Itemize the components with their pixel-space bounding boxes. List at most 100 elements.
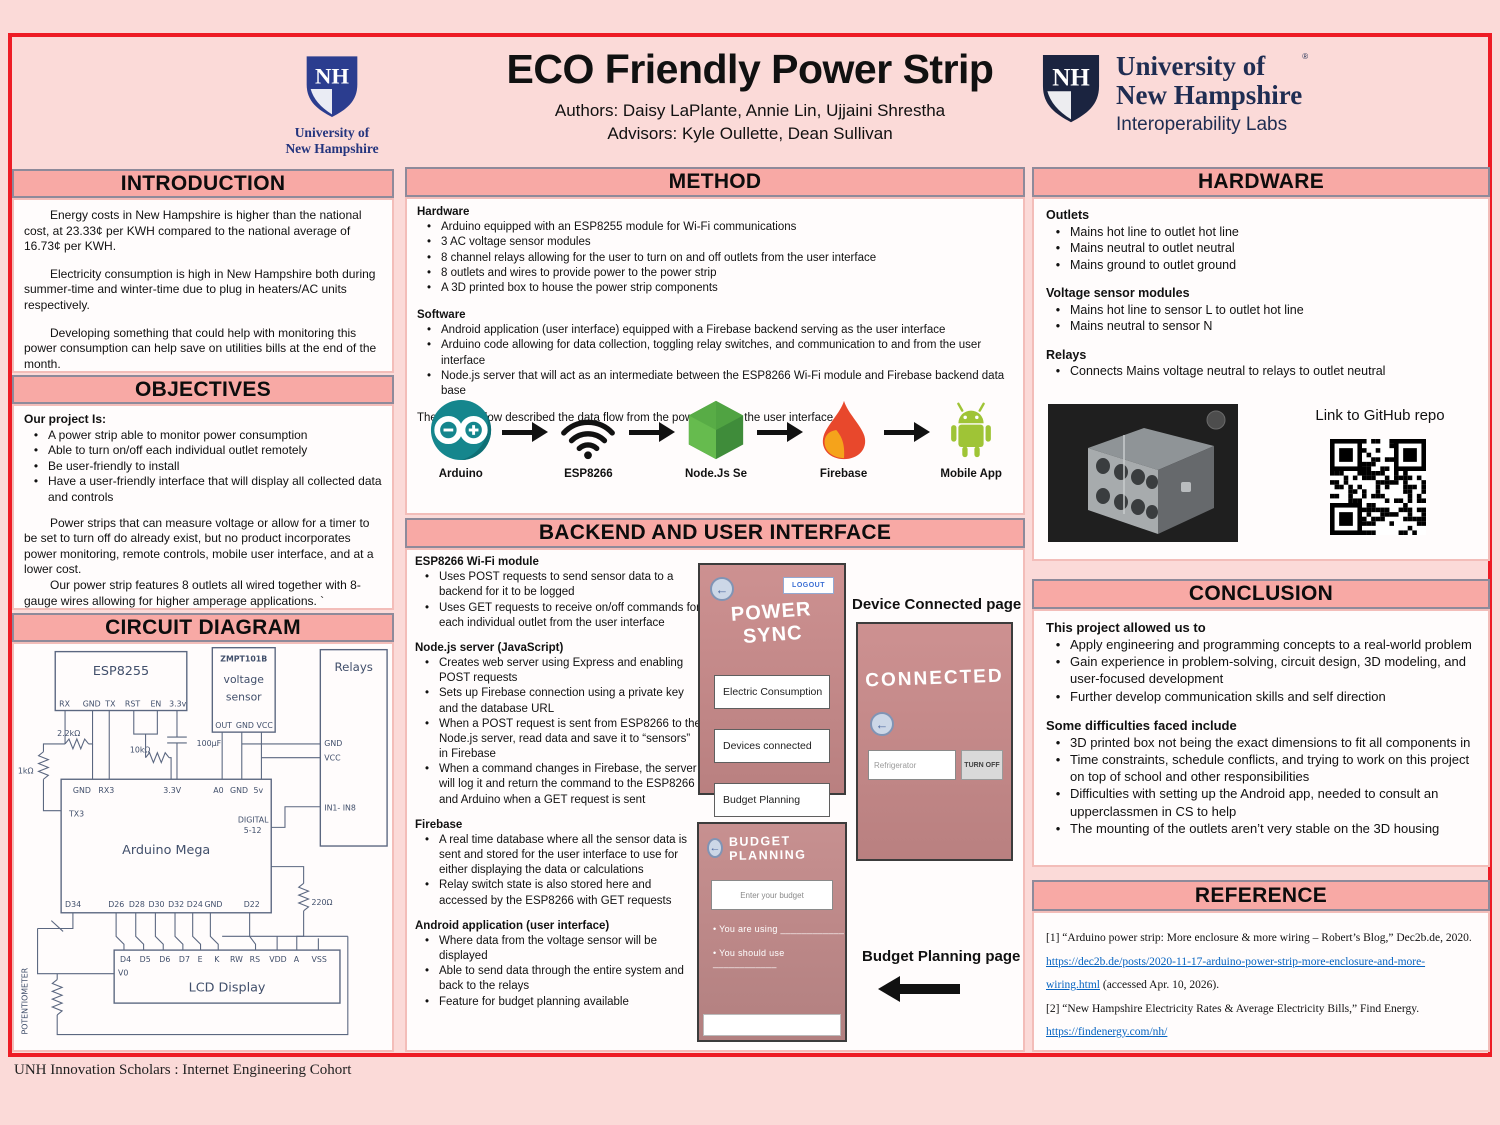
section-objectives-header: OBJECTIVES bbox=[12, 375, 394, 404]
svg-text:NH: NH bbox=[1052, 64, 1090, 91]
method-hardware-item: A 3D printed box to house the power stri… bbox=[417, 281, 1013, 296]
reference-link[interactable]: https://dec2b.de/posts/2020-11-17-arduin… bbox=[1046, 955, 1426, 992]
svg-text:VCC: VCC bbox=[324, 754, 341, 763]
method-software-item: Arduino code allowing for data collectio… bbox=[417, 338, 1013, 368]
flow-step-nodejs: Node.Js Se bbox=[675, 398, 757, 480]
qr-pattern bbox=[1330, 439, 1426, 535]
back-arrow-icon bbox=[710, 577, 734, 601]
svg-text:D7: D7 bbox=[179, 955, 190, 964]
svg-text:10kΩ: 10kΩ bbox=[130, 746, 151, 755]
logout-button: LOGOUT bbox=[783, 577, 834, 594]
svg-text:D5: D5 bbox=[140, 955, 151, 964]
arduino-box bbox=[60, 778, 272, 914]
method-hardware-item: Arduino equipped with an ESP8255 module … bbox=[417, 220, 1013, 235]
conclusion-item: The mounting of the outlets aren’t very … bbox=[1046, 820, 1476, 837]
objectives-paragraph: Our power strip features 8 outlets all w… bbox=[24, 577, 361, 608]
method-hardware-item: 8 channel relays allowing for the user t… bbox=[417, 251, 1013, 266]
svg-text:220Ω: 220Ω bbox=[311, 898, 332, 907]
svg-text:D30: D30 bbox=[149, 900, 165, 909]
svg-text:sensor: sensor bbox=[226, 691, 262, 704]
svg-text:V0: V0 bbox=[118, 969, 128, 978]
github-link-label: Link to GitHub repo bbox=[1315, 407, 1445, 424]
advisors-line: Advisors: Kyle Oullette, Dean Sullivan bbox=[607, 124, 893, 143]
svg-text:OUT: OUT bbox=[215, 721, 232, 730]
method-software-item: Node.js server that will act as an inter… bbox=[417, 369, 1013, 399]
unh-shield-icon: NH bbox=[306, 56, 358, 117]
backend-firebase-heading: Firebase bbox=[415, 818, 463, 831]
objective-item: Have a user-friendly interface that will… bbox=[24, 474, 382, 505]
back-arrow-icon bbox=[707, 838, 723, 858]
svg-text:D4: D4 bbox=[120, 955, 131, 964]
unh-small-name-line1: University of bbox=[294, 125, 370, 140]
unh-large-name-line1: University of bbox=[1116, 51, 1266, 81]
svg-text:D32: D32 bbox=[168, 900, 184, 909]
svg-text:TX3: TX3 bbox=[68, 810, 84, 819]
section-reference-body: [1] “Arduino power strip: More enclosure… bbox=[1032, 911, 1490, 1052]
svg-text:EN: EN bbox=[150, 700, 161, 709]
svg-text:D6: D6 bbox=[159, 955, 170, 964]
unh-large-lab-line: Interoperability Labs bbox=[1116, 114, 1288, 136]
flow-step-arduino: Arduino bbox=[420, 398, 502, 480]
svg-text:TX: TX bbox=[104, 700, 116, 709]
svg-text:POTENTIOMETER: POTENTIOMETER bbox=[21, 967, 30, 1034]
hardware-voltage-item: Mains hot line to sensor L to outlet hot… bbox=[1046, 302, 1476, 319]
backend-android-item: Able to send data through the entire sys… bbox=[415, 964, 701, 994]
objectives-heading: Our project Is: bbox=[24, 412, 107, 426]
budget-planning-title: BUDGET PLANNING bbox=[728, 833, 807, 863]
flow-arrow-icon bbox=[884, 422, 931, 442]
svg-text:LCD Display: LCD Display bbox=[189, 980, 266, 995]
device-connected-page-label: Device Connected page bbox=[852, 596, 1022, 613]
hardware-outlets-item: Mains neutral to outlet neutral bbox=[1046, 240, 1476, 257]
wifi-icon bbox=[561, 419, 616, 460]
lcd-box bbox=[113, 949, 341, 1004]
svg-text:A: A bbox=[294, 955, 300, 964]
backend-node-item: When a POST request is sent from ESP8266… bbox=[415, 717, 701, 763]
svg-text:D28: D28 bbox=[129, 900, 145, 909]
poster-title: ECO Friendly Power Strip bbox=[506, 46, 994, 92]
reference-entry: (accessed Apr. 10, 2026). bbox=[1100, 979, 1220, 992]
svg-text:3.3v: 3.3v bbox=[169, 700, 186, 709]
svg-text:RX: RX bbox=[59, 700, 70, 709]
svg-text:GND: GND bbox=[73, 786, 91, 795]
flow-step-esp8266: ESP8266 bbox=[548, 398, 630, 480]
method-hardware-item: 8 outlets and wires to provide power to … bbox=[417, 266, 1013, 281]
conclusion-item: Time constraints, schedule conflicts, an… bbox=[1046, 751, 1476, 785]
authors-line: Authors: Daisy LaPlante, Annie Lin, Ujja… bbox=[554, 101, 946, 120]
turn-off-button: TURN OFF bbox=[961, 750, 1003, 780]
flow-step-label: Node.Js Se bbox=[684, 468, 747, 480]
backend-android-heading: Android application (user interface) bbox=[415, 919, 610, 932]
reference-link[interactable]: https://findenergy.com/nh/ bbox=[1046, 1026, 1168, 1039]
unh-large-name-line2: New Hampshire bbox=[1116, 80, 1303, 111]
backend-esp-heading: ESP8266 Wi-Fi module bbox=[415, 556, 539, 568]
objective-item: Able to turn on/off each individual outl… bbox=[24, 443, 382, 459]
svg-text:GND: GND bbox=[236, 721, 254, 730]
svg-text:2.2kΩ: 2.2kΩ bbox=[57, 729, 80, 738]
hardware-outlets-heading: Outlets bbox=[1046, 208, 1090, 222]
method-hardware-item: 3 AC voltage sensor modules bbox=[417, 235, 1013, 250]
back-arrow-icon bbox=[870, 712, 894, 736]
svg-text:A0: A0 bbox=[213, 786, 223, 795]
device-name-input: Refrigerator bbox=[868, 750, 956, 780]
section-method-body: Hardware Arduino equipped with an ESP825… bbox=[405, 197, 1025, 515]
backend-node-heading: Node.js server (JavaScript) bbox=[415, 641, 564, 654]
svg-text:D22: D22 bbox=[244, 900, 260, 909]
reference-entry: [1] “Arduino power strip: More enclosure… bbox=[1046, 932, 1472, 944]
conclusion-item: Further develop communication skills and… bbox=[1046, 688, 1476, 705]
power-sync-title: POWER SYNC bbox=[730, 598, 813, 649]
flow-arrow-icon bbox=[756, 422, 803, 442]
hardware-outlets-item: Mains ground to outlet ground bbox=[1046, 257, 1476, 274]
svg-text:E: E bbox=[198, 955, 203, 964]
budget-should-line: • You should use ____________ bbox=[713, 948, 785, 968]
svg-text:Arduino Mega: Arduino Mega bbox=[122, 843, 210, 858]
android-icon bbox=[951, 402, 992, 458]
objectives-paragraph: Power strips that can measure voltage or… bbox=[24, 515, 374, 577]
unh-small-name-line2: New Hampshire bbox=[285, 140, 379, 156]
flow-arrow-icon bbox=[629, 422, 676, 442]
svg-text:ESP8255: ESP8255 bbox=[93, 664, 149, 679]
svg-text:IN1- IN8: IN1- IN8 bbox=[324, 804, 356, 813]
method-software-heading: Software bbox=[417, 309, 466, 322]
flow-step-label: Arduino bbox=[438, 468, 483, 480]
svg-text:RX3: RX3 bbox=[98, 786, 114, 795]
unh-logo-small: NH University of New Hampshire bbox=[262, 54, 402, 156]
